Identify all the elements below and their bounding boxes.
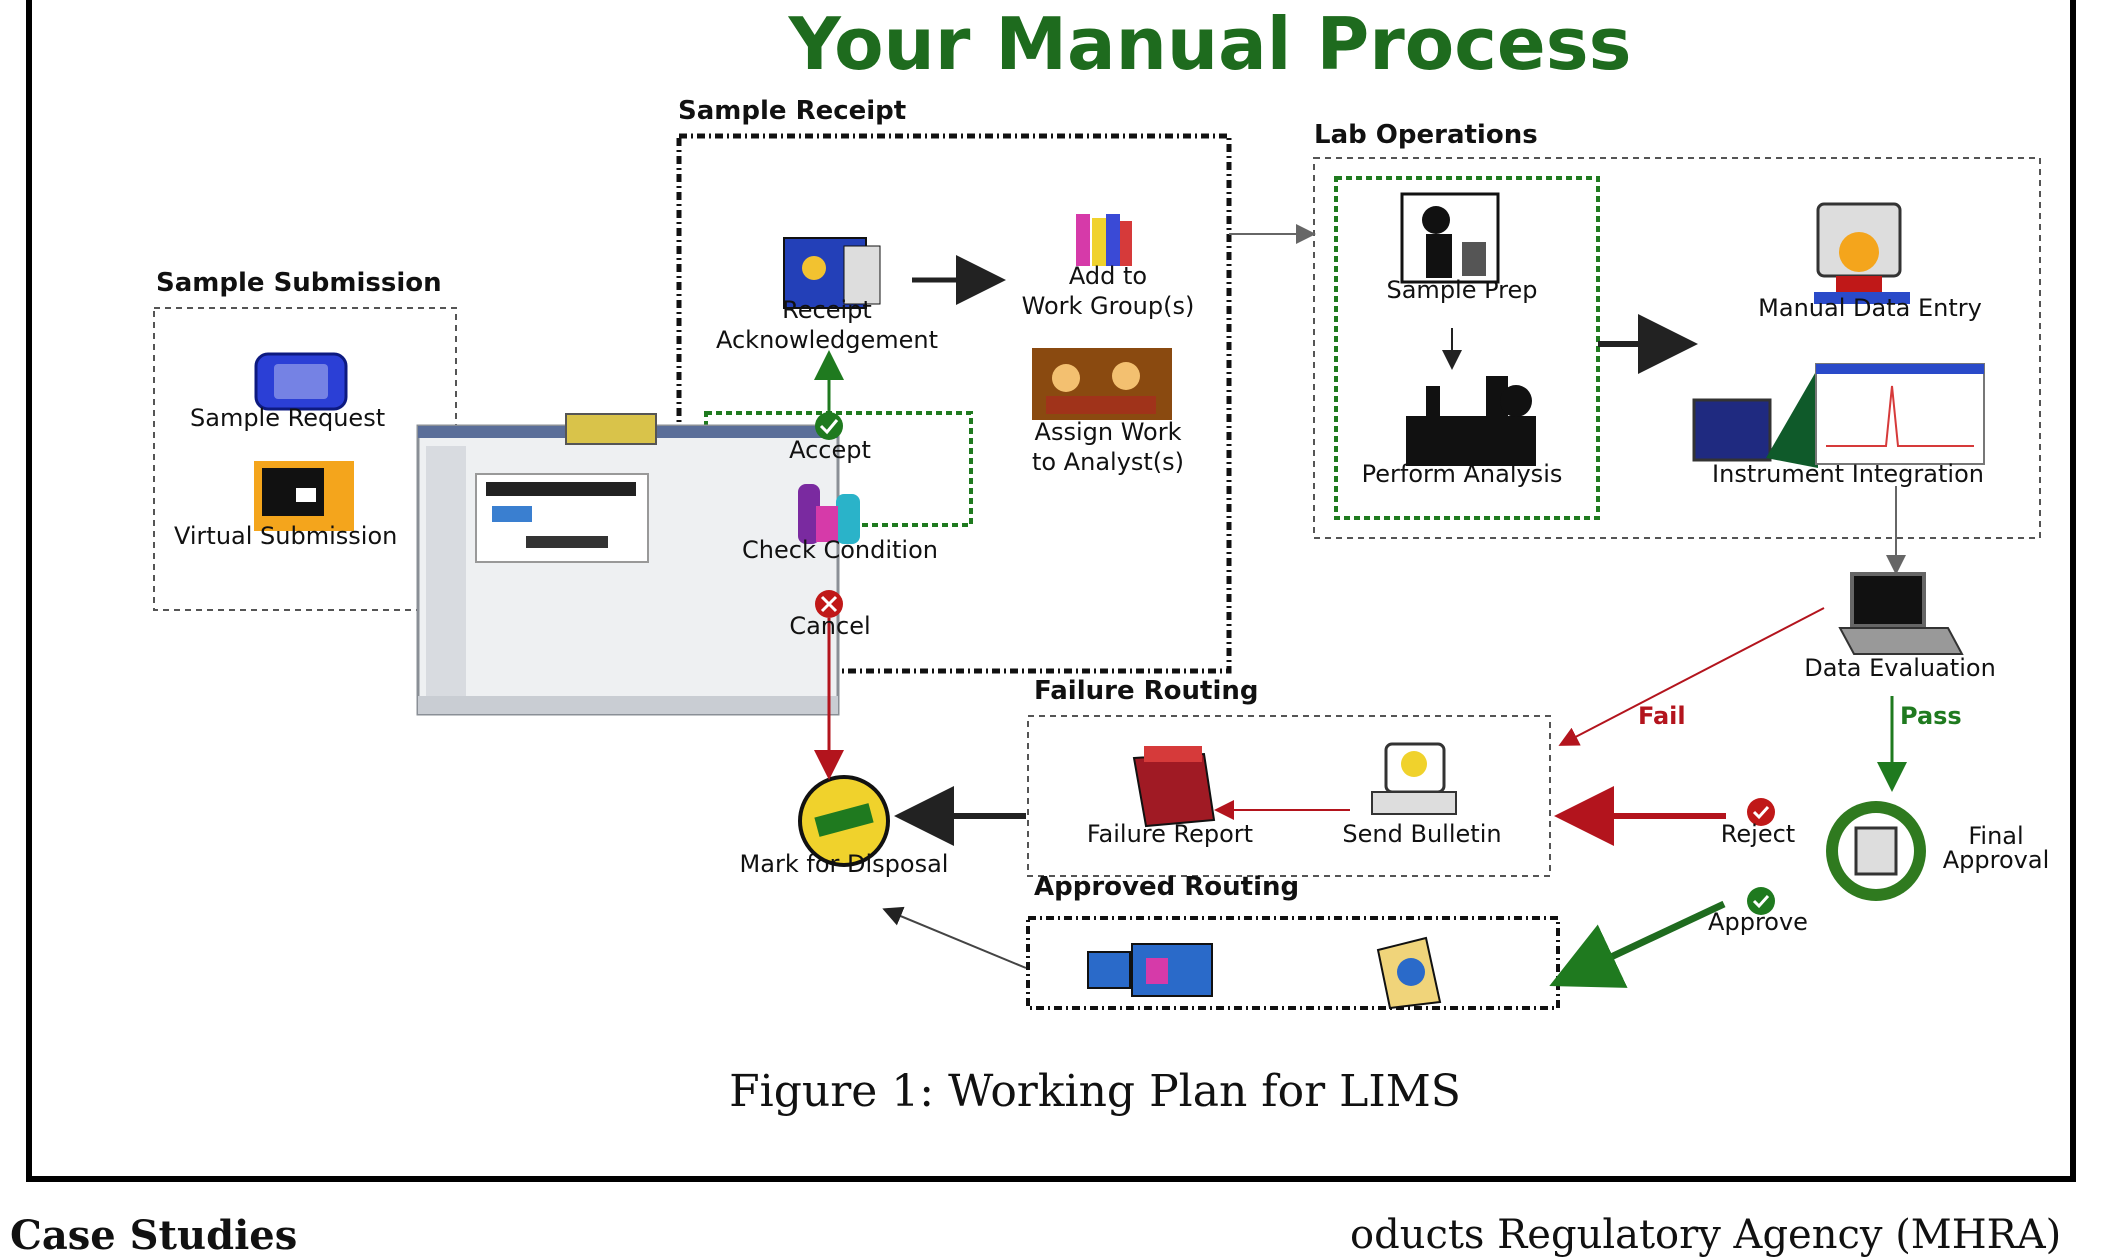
label-manual-data-entry: Manual Data Entry: [1758, 294, 1982, 322]
label-acknowledgement: Acknowledgement: [715, 326, 939, 354]
label-mark-for-disposal: Mark for Disposal: [739, 850, 949, 878]
label-sample-prep: Sample Prep: [1386, 276, 1538, 304]
box-lab-inner: [1334, 176, 1600, 520]
label-work-groups: Work Group(s): [1021, 292, 1195, 320]
box-approved-routing: [1026, 916, 1560, 1010]
manual-data-entry-icon: [1814, 202, 1910, 304]
label-to-analysts: to Analyst(s): [1031, 448, 1185, 476]
perform-analysis-icon: [1406, 376, 1536, 466]
data-evaluation-icon: [1838, 572, 1964, 655]
approved-routing-icon-1: [1087, 943, 1213, 997]
failure-report-icon: [1132, 746, 1216, 828]
box-failure-routing: [1027, 715, 1551, 877]
reject-icon: [1747, 798, 1775, 826]
label-accept: Accept: [789, 436, 871, 464]
box-accept-check: [704, 411, 973, 527]
label-data-evaluation: Data Evaluation: [1804, 654, 1996, 682]
figure-caption: Figure 1: Working Plan for LIMS: [729, 1066, 1461, 1117]
lims-screenshot-image: [416, 413, 840, 716]
virtual-submission-icon: [254, 461, 354, 531]
group-label-lab-operations: Lab Operations: [1314, 120, 1538, 150]
label-approval: Approval: [1942, 846, 2050, 874]
approve-icon: [1747, 887, 1775, 915]
receipt-acknowledgement-icon: [783, 237, 881, 309]
label-instrument-integration: Instrument Integration: [1712, 460, 1984, 488]
mark-for-disposal-icon: [798, 775, 890, 867]
box-sample-receipt: [676, 133, 1232, 674]
box-lab-operations: [1313, 157, 2041, 539]
arrow-approve-to-approved: [1549, 900, 1726, 988]
label-perform-analysis: Perform Analysis: [1361, 460, 1563, 488]
cancel-icon: [815, 590, 843, 618]
figure-frame: Your Manual Process Sample Submission Sa…: [26, 0, 2076, 1182]
final-approval-icon: [1826, 801, 1926, 901]
sample-prep-icon: [1400, 192, 1500, 284]
label-sample-request: Sample Request: [190, 404, 386, 432]
label-approve: Approve: [1708, 908, 1808, 936]
label-send-bulletin: Send Bulletin: [1342, 820, 1502, 848]
label-add-to: Add to: [1068, 262, 1148, 290]
group-label-approved-routing: Approved Routing: [1034, 872, 1300, 902]
label-virtual-submission: Virtual Submission: [174, 522, 398, 550]
label-final: Final: [1968, 822, 2024, 850]
arrow-approved-to-disposal: [882, 906, 1027, 969]
group-label-failure-routing: Failure Routing: [1034, 676, 1259, 706]
label-fail: Fail: [1638, 702, 1686, 730]
arrow-fail: [1558, 607, 1825, 746]
footer-right-text: oducts Regulatory Agency (MHRA): [1350, 1212, 2062, 1258]
label-cancel: Cancel: [789, 612, 871, 640]
label-pass: Pass: [1900, 702, 1962, 730]
lims-process-diagram: [153, 133, 2041, 1010]
sample-request-icon: [254, 352, 348, 411]
label-assign-work: Assign Work: [1034, 418, 1182, 446]
approved-routing-icon-2: [1376, 936, 1442, 1010]
label-reject: Reject: [1720, 820, 1796, 848]
instrument-integration-icon: [1692, 363, 1985, 468]
send-bulletin-icon: [1371, 742, 1457, 815]
diagram-title: Your Manual Process: [788, 2, 1632, 86]
label-failure-report: Failure Report: [1086, 820, 1254, 848]
check-condition-icon: [798, 484, 860, 544]
group-label-sample-receipt: Sample Receipt: [678, 96, 907, 126]
footer-left-text: Case Studies: [10, 1212, 298, 1259]
add-to-work-group-icon: [1076, 214, 1132, 266]
label-check-condition: Check Condition: [742, 536, 938, 564]
assign-work-icon: [1032, 348, 1172, 420]
group-label-sample-submission: Sample Submission: [156, 268, 442, 298]
accept-icon: [815, 412, 843, 440]
label-receipt: Receipt: [782, 296, 872, 324]
